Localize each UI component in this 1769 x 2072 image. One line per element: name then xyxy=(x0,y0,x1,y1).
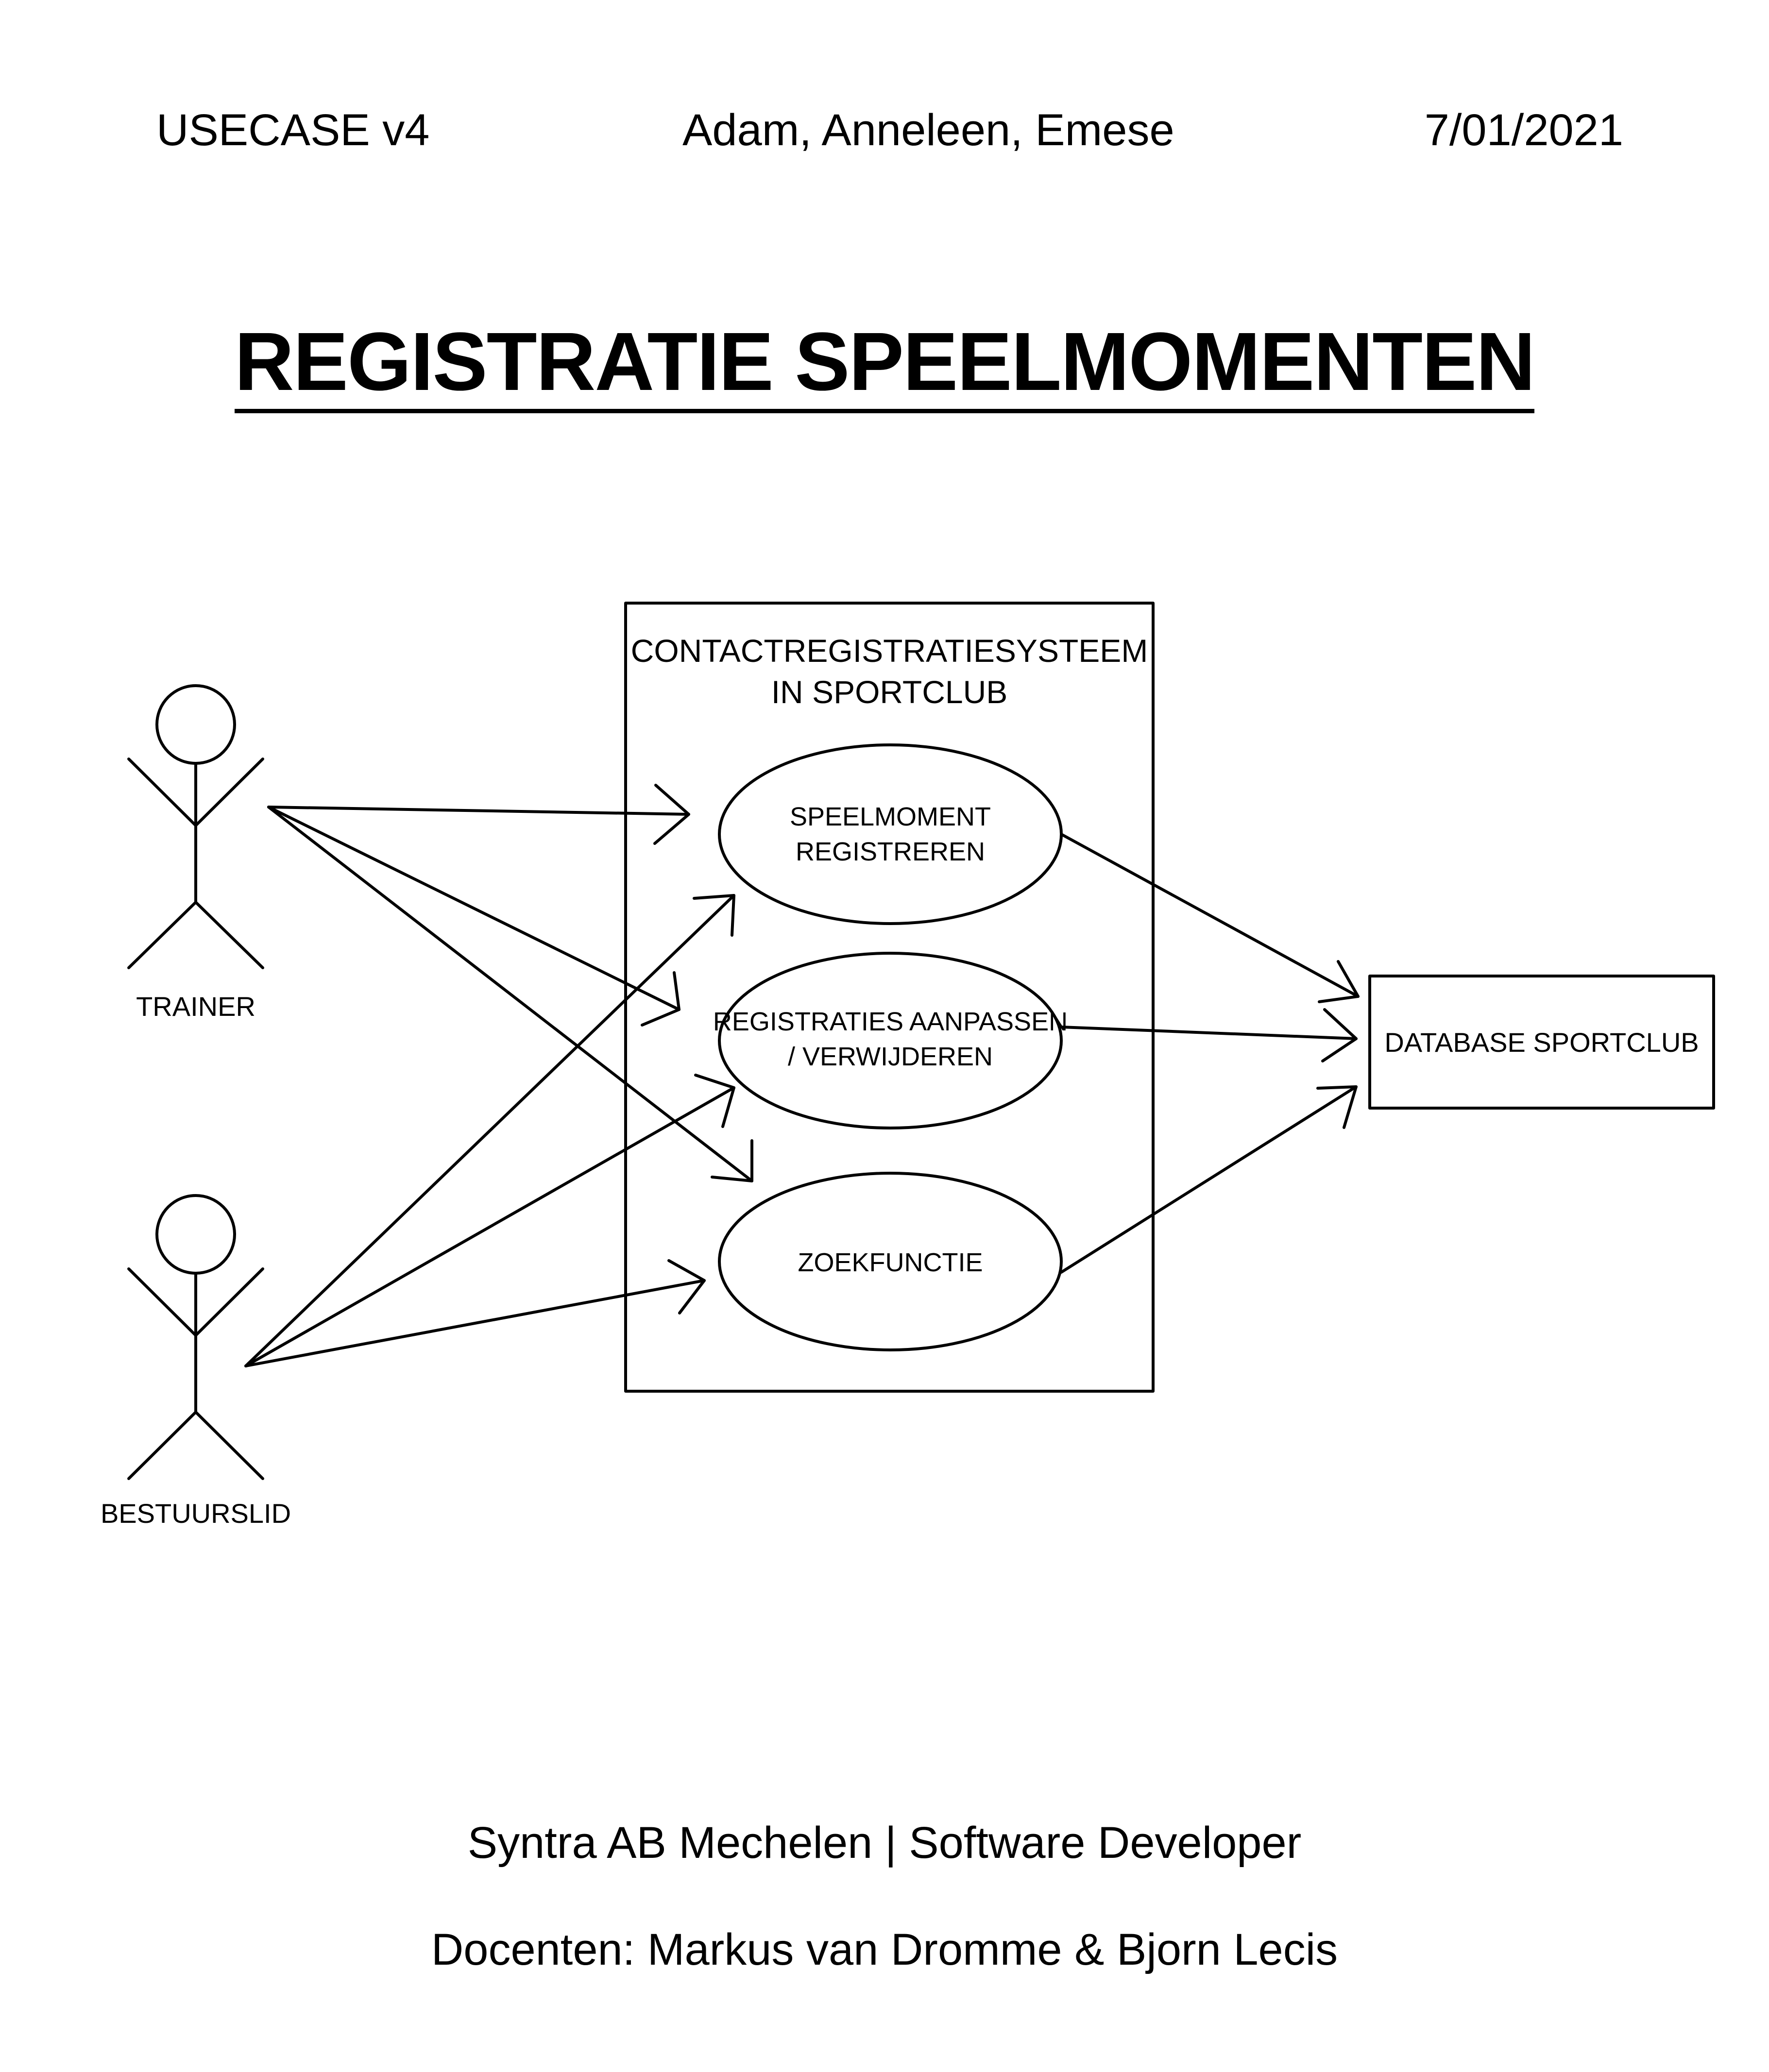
register-to-database-arrow xyxy=(1060,833,1360,1003)
usecase-edit-label-line2: / VERWIJDEREN xyxy=(788,1042,993,1071)
bestuurslid-to-register-arrow xyxy=(244,894,735,1367)
usecase-search-ellipse xyxy=(718,1172,1063,1351)
page-title-text: REGISTRATIE SPEELMOMENTEN xyxy=(234,316,1535,413)
usecase-edit-label-line1: REGISTRATIES AANPASSEN xyxy=(713,1007,1068,1036)
footer-organization: Syntra AB Mechelen | Software Developer xyxy=(467,1818,1302,1868)
usecase-register-label-line2: REGISTREREN xyxy=(796,837,985,866)
header-document-label: USECASE v4 xyxy=(156,105,430,155)
footer-teachers: Docenten: Markus van Dromme & Bjorn Leci… xyxy=(431,1925,1338,1974)
search-to-database-arrow xyxy=(1060,1085,1358,1274)
actor-bestuurslid-figure xyxy=(127,1194,264,1480)
header-authors: Adam, Anneleen, Emese xyxy=(682,105,1174,155)
page-title: REGISTRATIE SPEELMOMENTEN xyxy=(0,316,1769,413)
trainer-to-register-arrow xyxy=(267,784,690,845)
system-title-line2: IN SPORTCLUB xyxy=(771,674,1008,710)
database-box xyxy=(1368,975,1715,1110)
bestuurslid-to-edit-arrow xyxy=(244,1074,735,1367)
system-boundary xyxy=(624,602,1155,1393)
usecase-edit-ellipse xyxy=(718,952,1063,1129)
actor-bestuurslid-label: BESTUURSLID xyxy=(101,1498,291,1529)
header-date: 7/01/2021 xyxy=(1424,105,1623,155)
usecase-register-label-line1: SPEELMOMENT xyxy=(790,802,991,831)
edit-to-database-arrow xyxy=(1060,1008,1358,1062)
actor-trainer-label: TRAINER xyxy=(136,991,255,1022)
system-title-line1: CONTACTREGISTRATIESYSTEEM xyxy=(631,633,1148,669)
bestuurslid-to-search-arrow xyxy=(244,1259,706,1367)
trainer-to-edit-arrow xyxy=(267,806,680,1027)
usecase-search-label: ZOEKFUNCTIE xyxy=(798,1248,983,1277)
actor-trainer-figure xyxy=(127,684,264,969)
usecase-register-ellipse xyxy=(718,743,1063,925)
trainer-to-search-arrow xyxy=(267,806,753,1182)
database-label: DATABASE SPORTCLUB xyxy=(1384,1027,1699,1058)
